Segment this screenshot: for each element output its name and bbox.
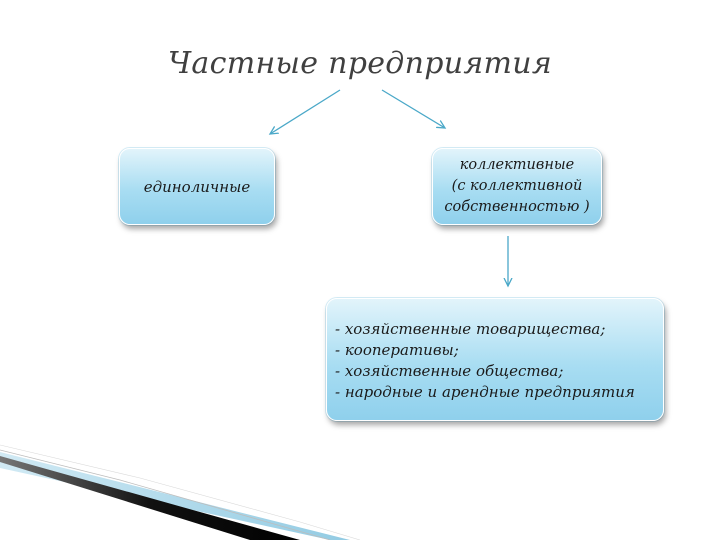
list-item: - хозяйственные товарищества; [335, 320, 606, 338]
node-collective: коллективные (с коллективной собственнос… [432, 148, 602, 225]
arrow-to-single [270, 89, 341, 134]
list-item: - хозяйственные общества; [335, 362, 564, 380]
node-single-owner: единоличные [119, 148, 275, 225]
node-collective-line-3: собственностью ) [444, 199, 590, 215]
node-single-owner-label: единоличные [143, 177, 251, 196]
node-enterprise-forms: - хозяйственные товарищества; - кооперат… [326, 298, 664, 421]
node-collective-line-2: (с коллективной [451, 178, 583, 194]
list-item: - народные и арендные предприятия [335, 383, 635, 401]
node-collective-line-1: коллективные [459, 157, 575, 173]
arrow-to-collective [381, 89, 445, 128]
diagram-title: Частные предприятия [167, 46, 553, 81]
list-item: - кооперативы; [335, 341, 459, 359]
